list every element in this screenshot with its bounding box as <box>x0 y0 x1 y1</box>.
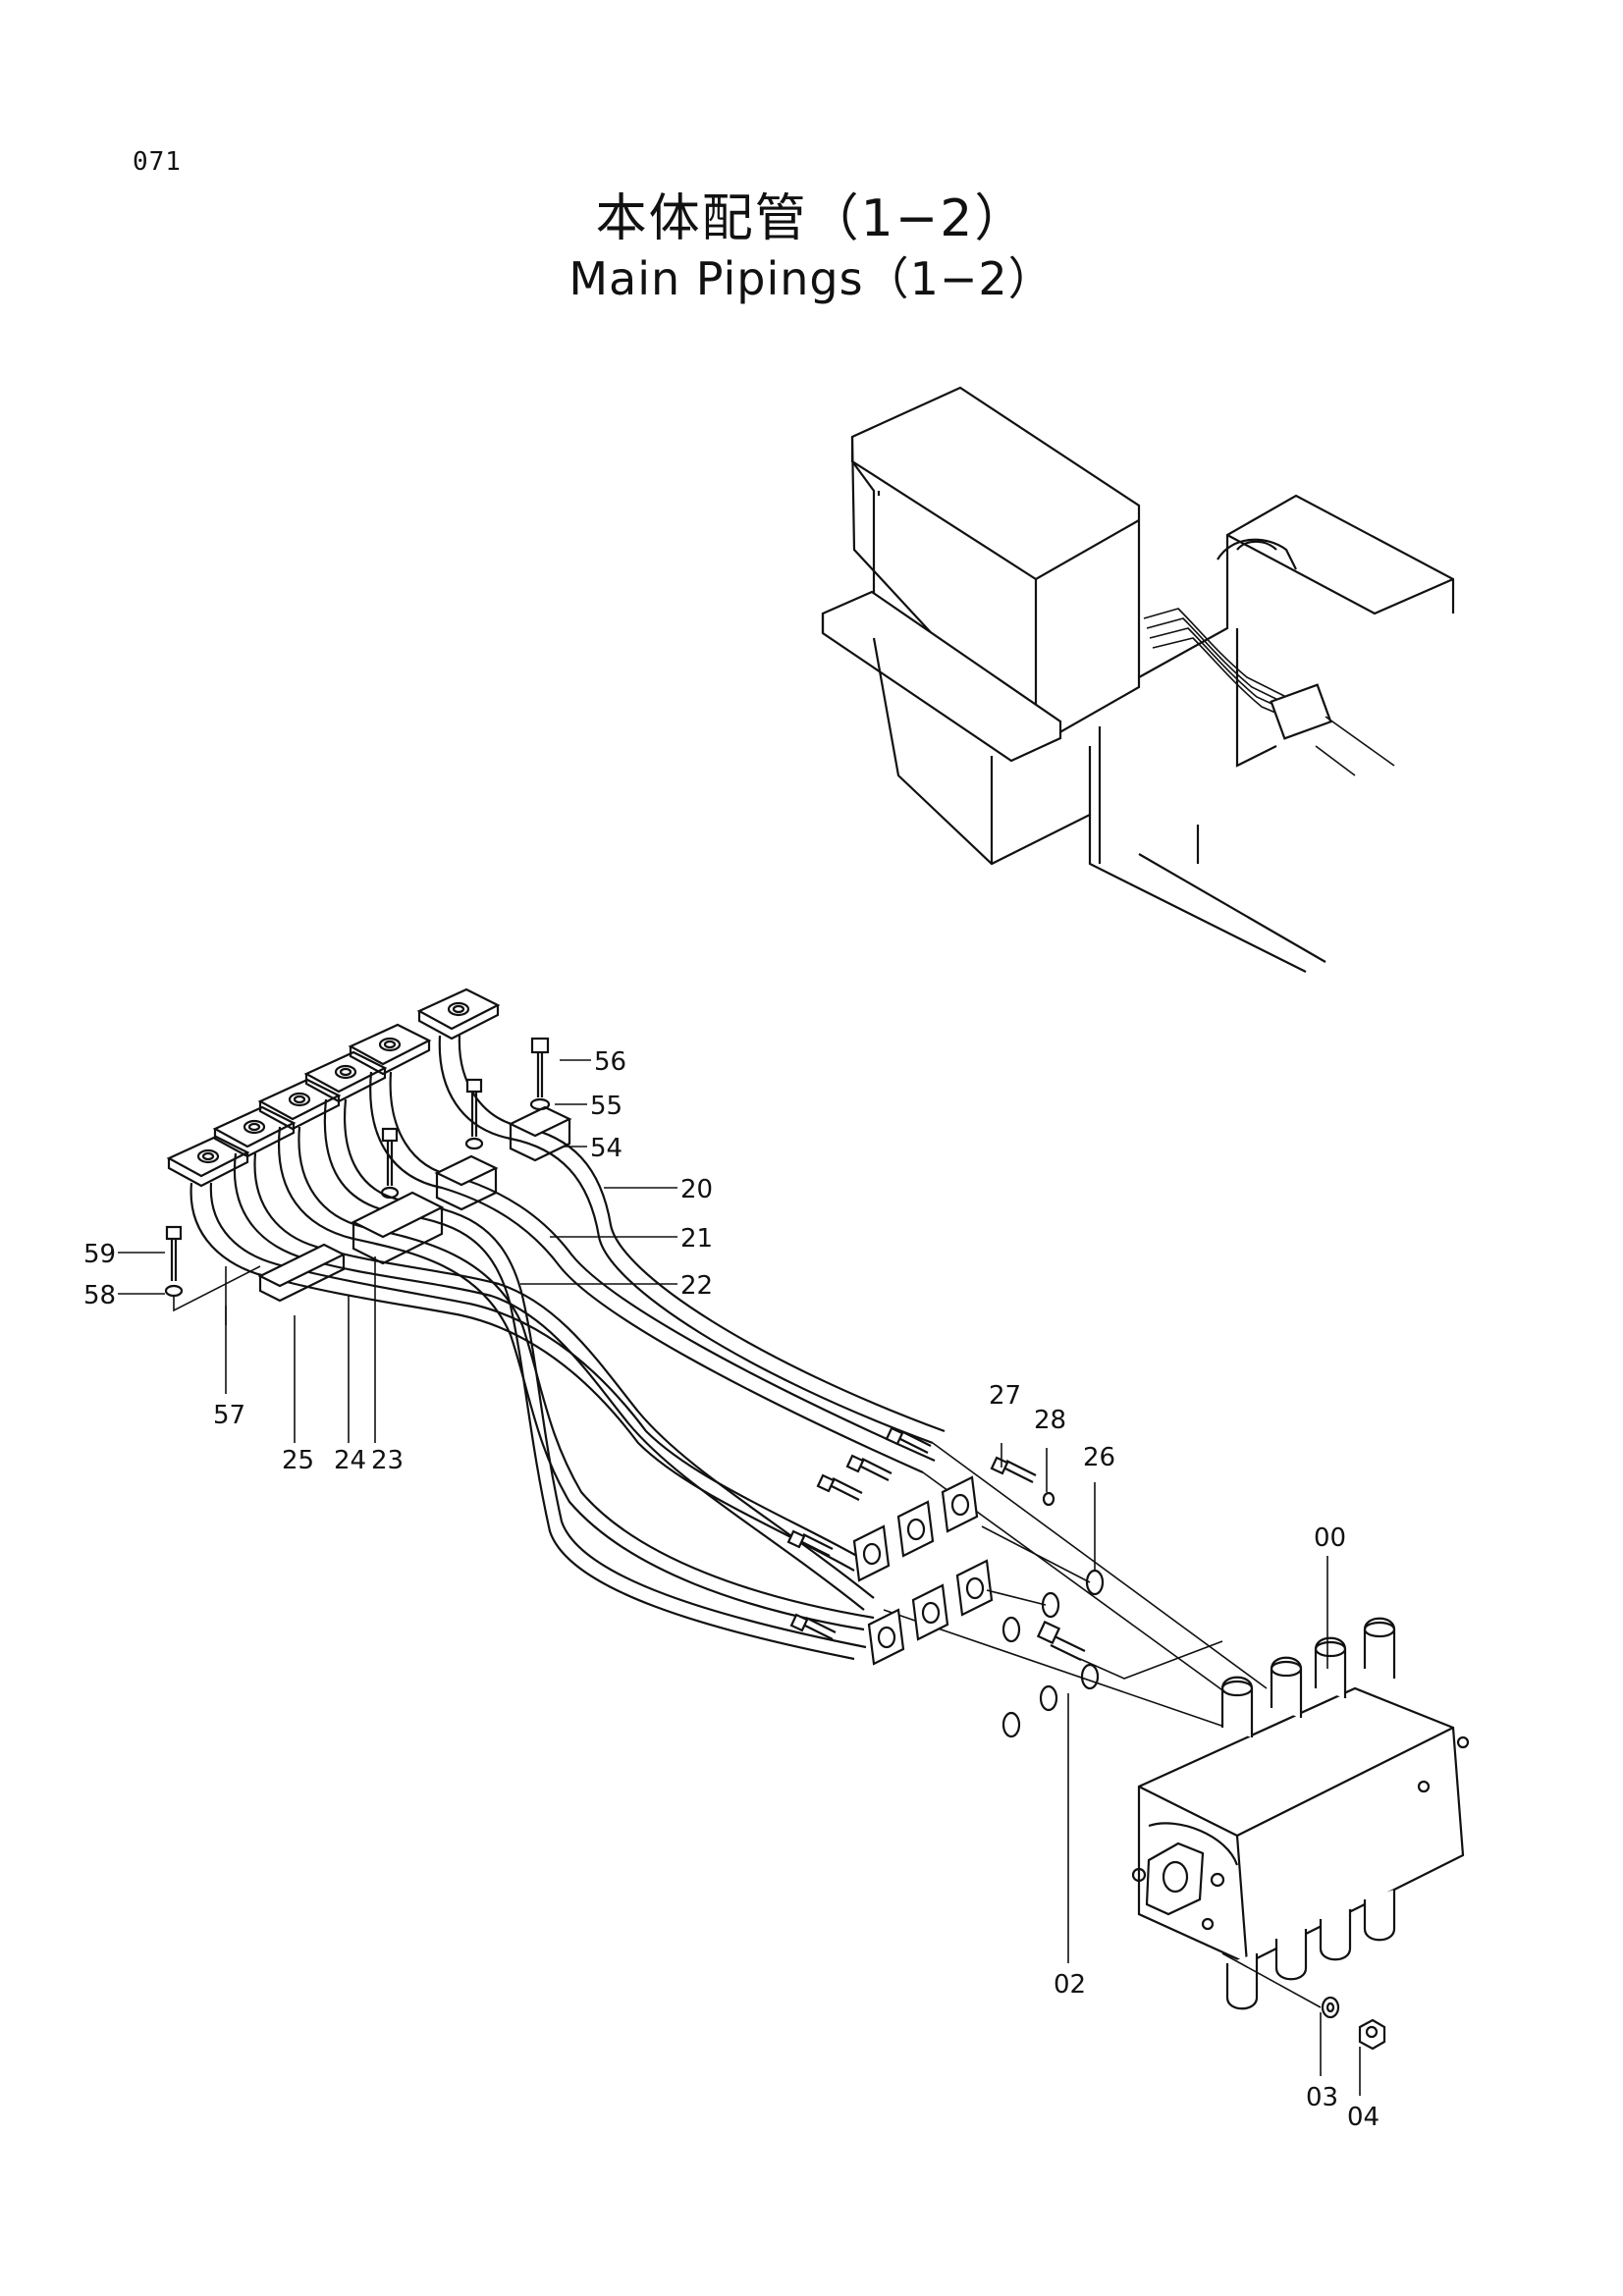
callout-27: 27 <box>989 1381 1021 1411</box>
flange-bolts <box>786 1426 1055 1640</box>
valve-spools <box>1220 1617 1396 1737</box>
callout-56: 56 <box>594 1047 626 1077</box>
callout-28: 28 <box>1034 1406 1066 1435</box>
frame-block <box>1138 494 1455 678</box>
machine-overview-inset <box>821 386 1455 973</box>
cab-block <box>850 386 1141 748</box>
callout-58: 58 <box>83 1281 116 1310</box>
callout-24: 24 <box>334 1446 366 1475</box>
control-valve <box>1131 1617 1470 2010</box>
title-japanese: 本体配管（1−2） <box>595 189 1028 248</box>
callout-02: 02 <box>1054 1970 1086 2000</box>
callout-00: 00 <box>1314 1523 1346 1553</box>
inset-pipes <box>1143 608 1295 721</box>
main-piping-assembly <box>118 988 1470 2096</box>
callout-23: 23 <box>371 1446 404 1475</box>
callout-26: 26 <box>1083 1443 1115 1472</box>
callout-20: 20 <box>680 1175 713 1204</box>
callout-21: 21 <box>680 1224 713 1254</box>
callout-labels: 56 55 54 20 21 22 59 58 57 25 24 23 27 2… <box>83 1047 1380 2132</box>
flange-plates <box>166 988 501 1188</box>
callout-55: 55 <box>590 1092 622 1121</box>
pipes <box>189 1035 1268 1729</box>
page-number: 071 <box>133 147 182 177</box>
valve-mount-hardware <box>1036 1620 1386 2051</box>
clamps <box>257 1105 572 1303</box>
callout-03: 03 <box>1306 2083 1338 2112</box>
callout-25: 25 <box>282 1446 314 1475</box>
inset-valve <box>1270 683 1332 740</box>
leader-lines <box>118 1059 1361 2096</box>
callout-59: 59 <box>83 1240 116 1269</box>
callout-22: 22 <box>680 1271 713 1301</box>
callout-04: 04 <box>1347 2103 1380 2132</box>
callout-54: 54 <box>590 1134 622 1163</box>
callout-57: 57 <box>213 1401 245 1430</box>
clamp-bolts <box>164 1037 551 1325</box>
pipe-end-flanges <box>852 1475 994 1666</box>
title-english: Main Pipings（1−2） <box>568 252 1055 305</box>
